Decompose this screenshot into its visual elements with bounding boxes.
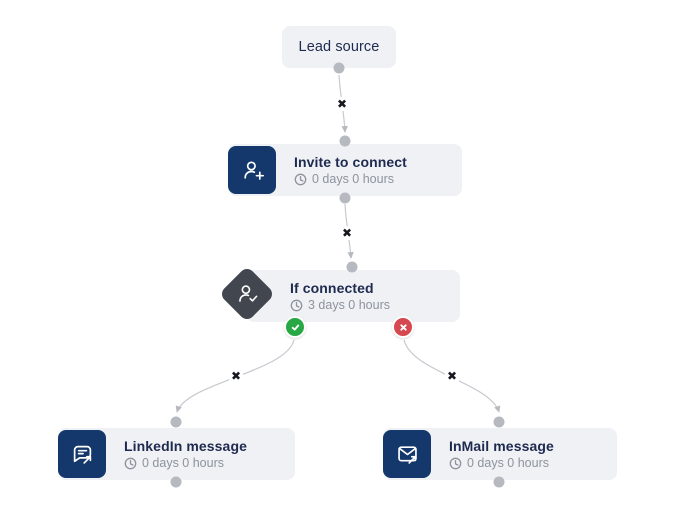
clock-icon xyxy=(290,299,303,311)
connector-dot[interactable] xyxy=(493,416,505,428)
remove-connection-icon[interactable]: ✖ xyxy=(339,226,355,240)
node-delay: 0 days 0 hours xyxy=(124,456,247,470)
branch-yes-badge[interactable] xyxy=(284,316,306,338)
node-title: Invite to connect xyxy=(294,154,407,170)
person-check-icon xyxy=(218,265,276,323)
clock-icon xyxy=(449,457,462,469)
mail-forward-icon xyxy=(383,430,431,478)
clock-icon xyxy=(124,457,137,469)
node-title: Lead source xyxy=(298,39,380,55)
node-if-connected[interactable]: If connected 3 days 0 hours xyxy=(246,270,460,322)
check-icon xyxy=(291,324,299,331)
connector-dot[interactable] xyxy=(170,416,182,428)
chat-forward-icon xyxy=(58,430,106,478)
remove-connection-icon[interactable]: ✖ xyxy=(334,97,350,111)
branch-no-badge[interactable] xyxy=(392,316,414,338)
node-delay-text: 0 days 0 hours xyxy=(142,456,224,470)
cross-icon xyxy=(399,323,407,331)
node-title: InMail message xyxy=(449,438,554,454)
remove-connection-icon[interactable]: ✖ xyxy=(228,369,244,383)
node-delay-text: 3 days 0 hours xyxy=(308,298,390,312)
node-lead-source[interactable]: Lead source xyxy=(282,26,396,68)
node-inmail-message[interactable]: InMail message 0 days 0 hours xyxy=(383,428,617,480)
node-title: If connected xyxy=(290,280,374,296)
node-delay-text: 0 days 0 hours xyxy=(312,172,394,186)
node-invite-to-connect[interactable]: Invite to connect 0 days 0 hours xyxy=(228,144,462,196)
clock-icon xyxy=(294,173,307,185)
node-delay: 0 days 0 hours xyxy=(449,456,554,470)
node-delay: 0 days 0 hours xyxy=(294,172,407,186)
person-add-icon xyxy=(228,146,276,194)
node-delay: 3 days 0 hours xyxy=(290,298,390,312)
node-linkedin-message[interactable]: LinkedIn message 0 days 0 hours xyxy=(58,428,295,480)
remove-connection-icon[interactable]: ✖ xyxy=(444,369,460,383)
node-title: LinkedIn message xyxy=(124,438,247,454)
node-delay-text: 0 days 0 hours xyxy=(467,456,549,470)
